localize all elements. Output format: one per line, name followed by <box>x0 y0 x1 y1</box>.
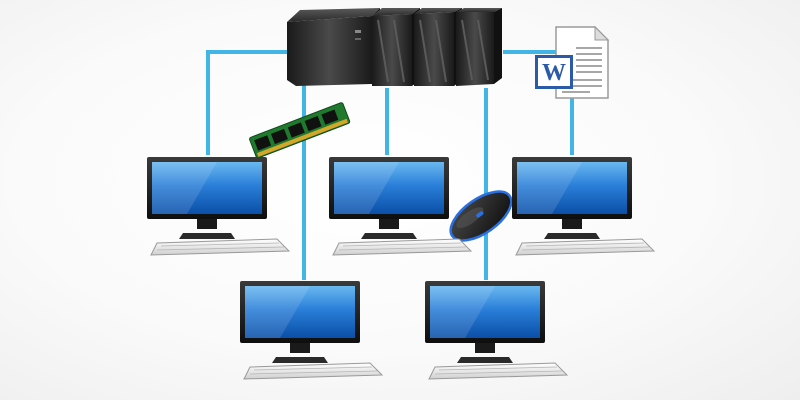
monitor-screen <box>430 286 540 338</box>
monitor-base <box>272 357 328 363</box>
workstations <box>147 157 656 380</box>
monitor-screen <box>152 162 262 214</box>
keyboard <box>515 238 656 256</box>
computer-mouse-icon <box>449 190 513 242</box>
monitor-base <box>457 357 513 363</box>
keyboard-keys <box>521 242 650 251</box>
screen-glare <box>334 162 399 214</box>
monitor-screen <box>334 162 444 214</box>
screen-glare <box>152 162 217 214</box>
monitor-stand <box>562 219 582 229</box>
word-document-icon: W <box>535 25 610 99</box>
monitor-stand <box>475 343 495 353</box>
keyboard <box>243 362 384 380</box>
monitor-base <box>361 233 417 239</box>
desktop-computer-icon <box>147 157 291 256</box>
monitor-screen <box>517 162 627 214</box>
screen-glare <box>430 286 495 338</box>
monitor-screen <box>245 286 355 338</box>
monitor-stand <box>197 219 217 229</box>
document-letter: W <box>542 60 566 86</box>
keyboard-keys <box>434 366 563 375</box>
keyboard-keys <box>156 242 285 251</box>
monitor-base <box>544 233 600 239</box>
monitor-stand <box>290 343 310 353</box>
keyboard-keys <box>249 366 378 375</box>
server-unit-4 <box>456 8 502 86</box>
keyboard <box>428 362 569 380</box>
server-unit-1 <box>287 8 380 86</box>
monitor-base <box>179 233 235 239</box>
screen-glare <box>245 286 310 338</box>
keyboard-keys <box>338 242 467 251</box>
desktop-computer-icon <box>329 157 473 256</box>
ram-module-icon <box>249 102 351 159</box>
desktop-computer-icon <box>240 281 384 380</box>
keyboard <box>150 238 291 256</box>
server-unit-3 <box>414 8 462 86</box>
screen-glare <box>517 162 582 214</box>
monitor-stand <box>379 219 399 229</box>
server-unit-2 <box>372 8 420 86</box>
desktop-computer-icon <box>425 281 569 380</box>
keyboard <box>332 238 473 256</box>
link-server-ws1 <box>206 50 287 155</box>
desktop-computer-icon <box>512 157 656 256</box>
server-rack-icon <box>287 8 502 86</box>
